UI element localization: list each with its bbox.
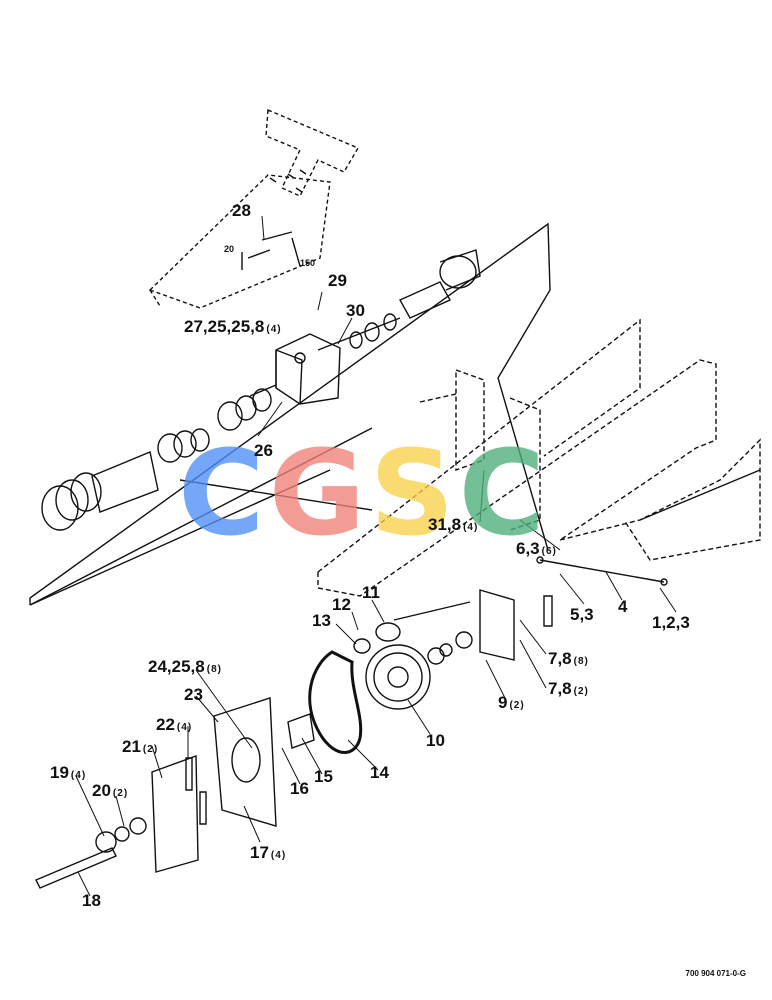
callout-9-qty: (2) [509, 700, 525, 711]
callout-9-label: 9 [498, 693, 508, 712]
callout-22-qty: (4) [176, 722, 193, 733]
callout-26: 26 [254, 441, 273, 460]
callout-21-qty: (2) [142, 744, 159, 755]
callout-6-3: 6,3(6) [516, 540, 557, 557]
callout-18: 18 [82, 891, 101, 910]
callout-21-label: 21 [122, 737, 141, 756]
sprocket-15 [287, 713, 315, 749]
callout-9: 9(2) [498, 694, 525, 711]
callout-6-label: 6,3 [516, 539, 540, 558]
dimension-150: 150 [300, 258, 316, 268]
callout-29: 29 [328, 271, 347, 290]
callout-17-label: 17 [250, 843, 269, 862]
callout-12: 12 [332, 595, 351, 614]
callout-23: 23 [184, 685, 203, 704]
bearings-right [427, 631, 473, 665]
callout-28: 28 [232, 201, 251, 220]
callout-7a-label: 7,8 [548, 649, 572, 668]
drawing-number: 700 904 071-0-G [685, 969, 747, 978]
leader-lines [75, 215, 677, 897]
callout-27-qty: (4) [266, 324, 282, 335]
universal-joint [399, 249, 481, 319]
spacer-right [543, 595, 553, 627]
callout-7b-label: 7,8 [548, 679, 572, 698]
callout-30: 30 [346, 301, 365, 320]
callout-7-8-a: 7,8(8) [548, 650, 589, 667]
callout-5-3: 5,3 [570, 605, 594, 624]
drive-gears [353, 601, 471, 710]
drive-belt [308, 650, 363, 754]
rear-panel [639, 469, 761, 521]
callout-31-8: 31,8(4) [428, 516, 478, 533]
callout-17: 17(4) [250, 844, 286, 861]
callout-7a-qty: (8) [573, 656, 589, 667]
dimension-20: 20 [224, 244, 235, 254]
leader-frame [29, 469, 373, 606]
dimension-lines [241, 231, 301, 270]
side-plate-23 [213, 697, 277, 827]
callout-31-qty: (4) [463, 522, 479, 533]
callout-22-label: 22 [156, 715, 175, 734]
callout-27-25-25-8: 27,25,25,8(4) [184, 318, 282, 335]
callout-4: 4 [618, 597, 628, 616]
shield-fasteners [269, 169, 307, 193]
shaft-18 [35, 847, 117, 889]
callout-27-label: 27,25,25,8 [184, 317, 265, 336]
pto-driveline [41, 388, 272, 531]
side-plate-21 [151, 755, 199, 873]
frame-outline [29, 222, 551, 606]
callout-14: 14 [370, 763, 389, 782]
callout-19: 19(4) [50, 764, 86, 781]
callout-21: 21(2) [122, 738, 158, 755]
callout-19-qty: (4) [70, 770, 87, 781]
callout-7-8-b: 7,8(2) [548, 680, 589, 697]
bracket-right [479, 589, 515, 661]
connecting-rod [539, 559, 665, 583]
callout-19-label: 19 [50, 763, 69, 782]
callout-20-qty: (2) [112, 788, 129, 799]
callout-7b-qty: (2) [573, 686, 589, 697]
callout-24-label: 24,25,8 [148, 657, 205, 676]
upper-shield [148, 108, 360, 309]
callout-6-qty: (6) [541, 546, 557, 557]
spacer-22b [199, 791, 207, 825]
spacer-22a [185, 757, 193, 791]
callout-16: 16 [290, 779, 309, 798]
callout-20: 20(2) [92, 782, 128, 799]
callout-13: 13 [312, 611, 331, 630]
callout-11: 11 [362, 583, 380, 602]
callout-22: 22(4) [156, 716, 192, 733]
gearbox [249, 313, 401, 405]
callout-10: 10 [426, 731, 445, 750]
callout-15: 15 [314, 767, 333, 786]
callout-31-label: 31,8 [428, 515, 462, 534]
callout-24-qty: (8) [206, 664, 222, 675]
callout-20-label: 20 [92, 781, 111, 800]
callout-17-qty: (4) [270, 850, 287, 861]
callout-1-2-3: 1,2,3 [652, 613, 690, 632]
callout-24-25-8: 24,25,8(8) [148, 658, 222, 675]
